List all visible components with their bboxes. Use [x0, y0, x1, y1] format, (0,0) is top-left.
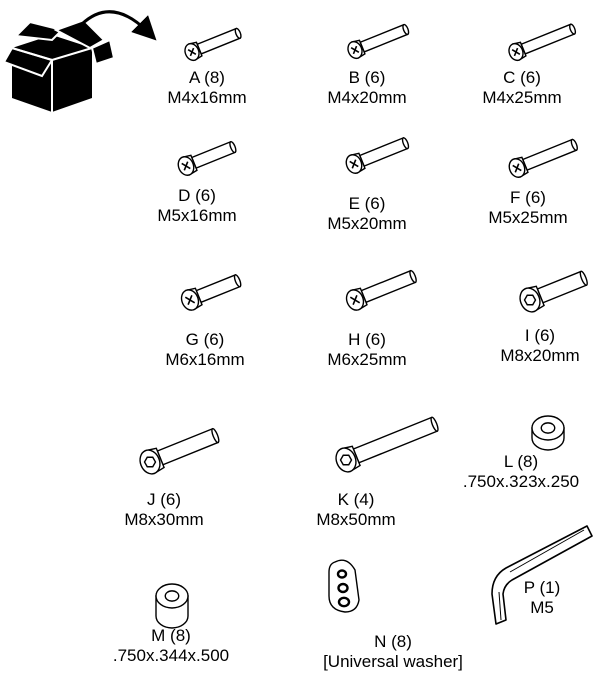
screw-a-icon — [184, 27, 242, 62]
part-spec: .750x.323x.250 — [462, 472, 580, 491]
part-label-h: H (6)M6x25mm — [312, 330, 422, 370]
part-code: E (6) — [348, 194, 386, 213]
curved-arrow-icon — [80, 10, 157, 41]
screw-c-icon — [508, 23, 577, 62]
part-code: M (8) — [151, 626, 191, 645]
part-label-e: E (6)M5x20mm — [312, 194, 422, 234]
part-spec: M5 — [530, 598, 554, 617]
part-spec: M4x16mm — [167, 88, 247, 107]
part-label-b: B (6)M4x20mm — [312, 68, 422, 108]
screw-j-icon — [139, 427, 220, 475]
open-box-icon — [2, 18, 116, 112]
part-code: J (6) — [147, 490, 181, 509]
spacer-l-icon — [531, 415, 565, 451]
part-code: D (6) — [178, 186, 216, 205]
part-spec: M4x25mm — [482, 88, 562, 107]
part-label-g: G (6)M6x16mm — [150, 330, 260, 370]
part-spec: M8x50mm — [316, 510, 396, 529]
part-label-j: J (6)M8x30mm — [109, 490, 219, 530]
part-spec: M4x20mm — [327, 88, 407, 107]
part-label-k: K (4)M8x50mm — [301, 490, 411, 530]
part-code: F (6) — [510, 188, 546, 207]
screw-g-icon — [180, 274, 242, 311]
part-label-i: I (6)M8x20mm — [485, 326, 595, 366]
part-code: A (8) — [189, 68, 225, 87]
part-label-l: L (8).750x.323x.250 — [446, 452, 596, 492]
part-code: N (8) — [374, 632, 412, 651]
part-spec: M5x16mm — [157, 206, 237, 225]
screw-d-icon — [177, 140, 237, 176]
part-spec: M5x20mm — [327, 214, 407, 233]
part-spec: M8x20mm — [500, 346, 580, 365]
screw-e-icon — [345, 136, 410, 174]
allen-key-icon — [491, 525, 593, 625]
part-label-d: D (6)M5x16mm — [142, 186, 252, 226]
spacer-m-icon — [155, 583, 189, 629]
part-code: I (6) — [524, 326, 556, 345]
part-code: C (6) — [503, 68, 541, 87]
part-label-c: C (6)M4x25mm — [467, 68, 577, 108]
part-label-m: M (8).750x.344x.500 — [96, 626, 246, 666]
part-code: H (6) — [348, 330, 386, 349]
part-label-p: P (1)M5 — [502, 578, 582, 618]
screw-b-icon — [347, 23, 410, 60]
screw-i-icon — [519, 270, 588, 313]
part-spec: M6x16mm — [165, 350, 245, 369]
screw-k-icon — [335, 416, 439, 473]
part-code: L (8) — [503, 452, 539, 471]
part-code: P (1) — [523, 578, 561, 597]
part-spec: .750x.344x.500 — [112, 646, 230, 665]
part-spec: M6x25mm — [327, 350, 407, 369]
universal-washer-icon — [328, 559, 360, 613]
part-label-a: A (8)M4x16mm — [152, 68, 262, 108]
part-label-f: F (6)M5x25mm — [473, 188, 583, 228]
part-spec: M5x25mm — [488, 208, 568, 227]
part-code: G (6) — [185, 330, 225, 349]
part-code: K (4) — [337, 490, 375, 509]
screw-f-icon — [508, 138, 578, 178]
part-spec: M8x30mm — [124, 510, 204, 529]
part-code: B (6) — [348, 68, 386, 87]
part-label-n: N (8)[Universal washer] — [303, 632, 483, 672]
screw-h-icon — [345, 269, 417, 311]
part-spec: [Universal washer] — [323, 652, 463, 671]
